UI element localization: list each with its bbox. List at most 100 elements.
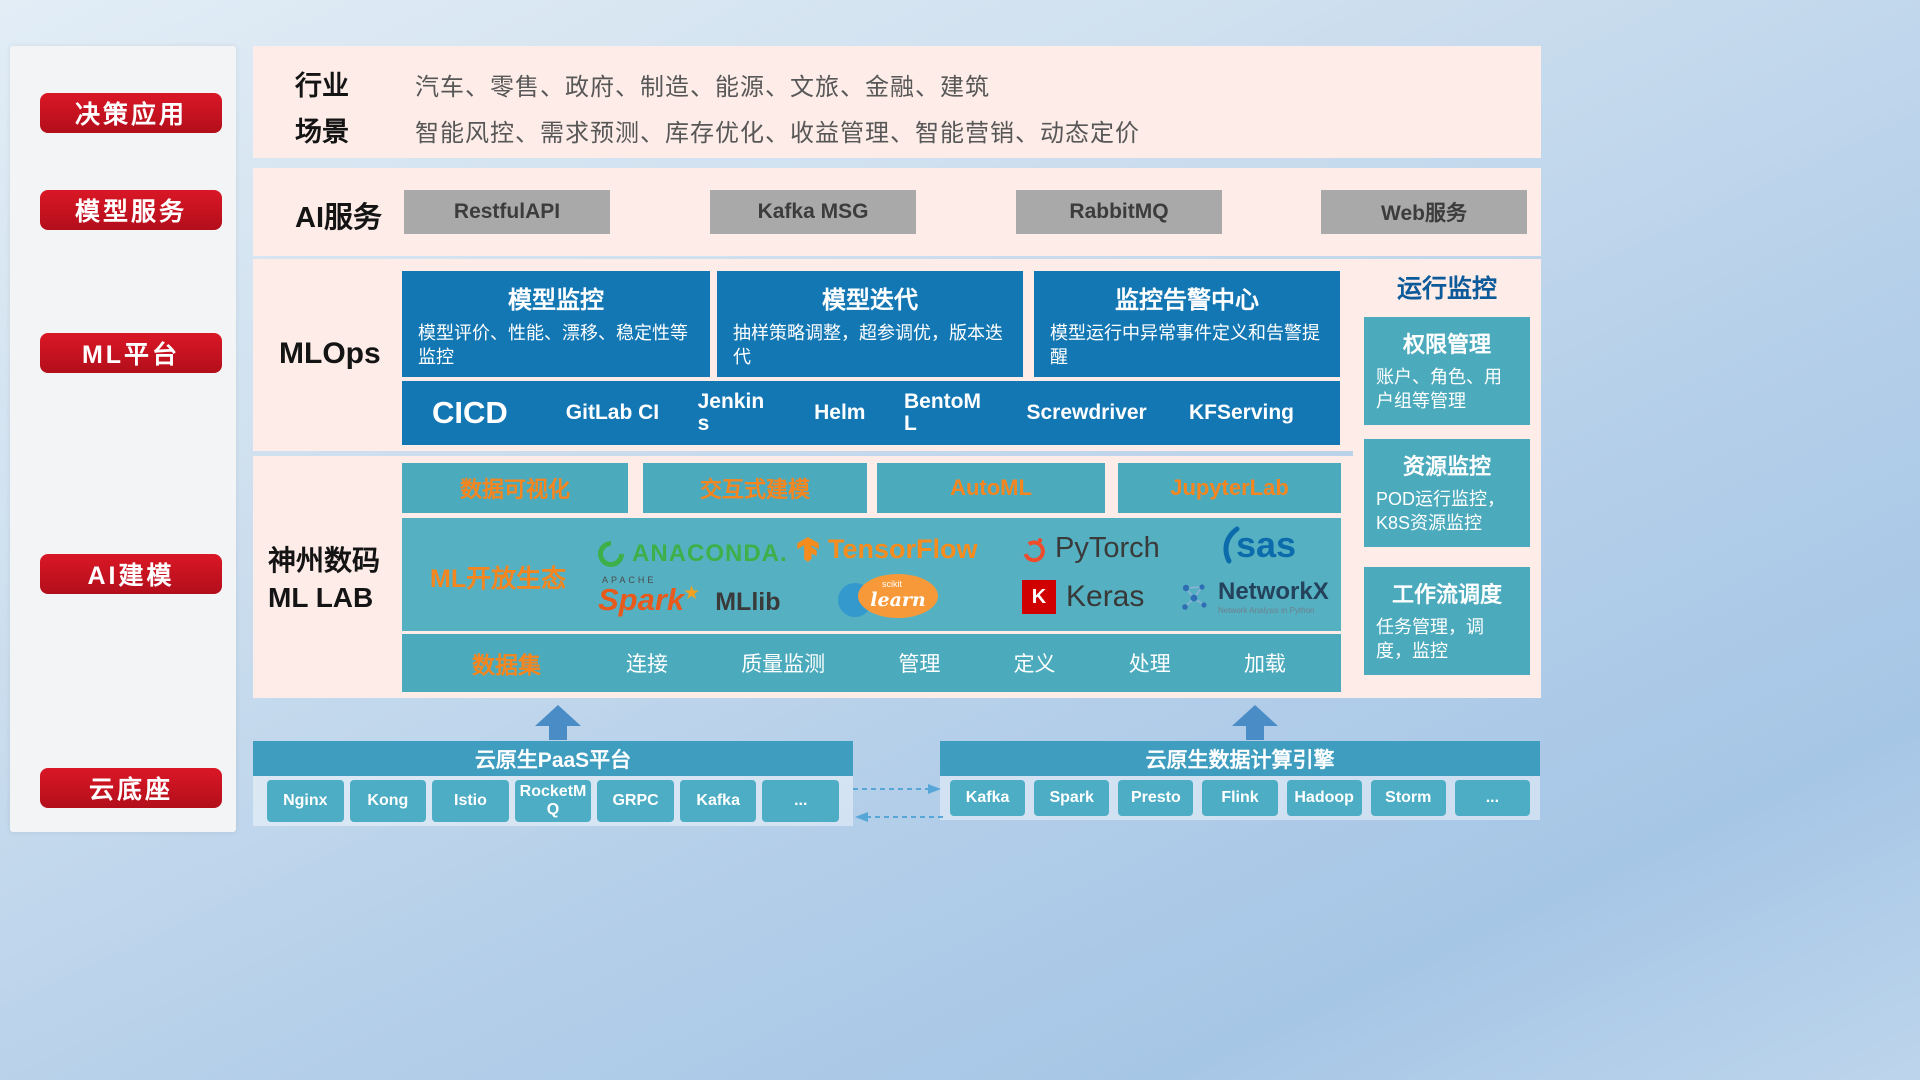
dataset-process: 处理 — [1128, 653, 1171, 676]
ml-ecosystem-panel: ML开放生态 ANACONDA. TensorFlow PyTorch — [402, 518, 1341, 631]
engine-flink: Flink — [1202, 780, 1278, 816]
industry-list: 汽车、零售、政府、制造、能源、文旅、金融、建筑 — [415, 74, 990, 101]
keras-icon: K — [1022, 580, 1056, 614]
tool-jupyterlab: JupyterLab — [1118, 463, 1341, 513]
card-title: 权限管理 — [1402, 332, 1491, 357]
rail-item-decision-apps: 决策应用 — [40, 93, 222, 133]
card-title: 工作流调度 — [1391, 582, 1502, 607]
paas-more: ... — [762, 780, 840, 822]
card-title: 资源监控 — [1402, 454, 1491, 479]
tool-automl: AutoML — [877, 463, 1105, 513]
networkx-logo: NetworkX Network Analysis in Python — [1178, 578, 1329, 615]
scikit-learn-logo: scikit learn — [838, 574, 938, 618]
resource-monitoring-card: 资源监控 POD运行监控，K8S资源监控 — [1364, 439, 1530, 547]
ml-lab-label-line1: 神州数码 — [268, 545, 381, 576]
keras-logo: K Keras — [1022, 580, 1144, 614]
card-desc: 账户、角色、用户组等管理 — [1376, 367, 1502, 412]
ai-service-band: AI服务 RestfulAPI Kafka MSG RabbitMQ Web服务 — [253, 168, 1541, 256]
industry-scenario-band: 行业 汽车、零售、政府、制造、能源、文旅、金融、建筑 场景 智能风控、需求预测、… — [253, 46, 1541, 158]
ai-service-label: AI服务 — [295, 202, 383, 234]
engine-hadoop: Hadoop — [1286, 780, 1362, 816]
dataset-quality: 质量监测 — [741, 653, 826, 676]
networkx-icon — [1182, 583, 1207, 610]
card-desc: 模型评价、性能、漂移、稳定性等监控 — [418, 323, 688, 368]
spark-mllib-logo: APACHE Spark★ MLlib — [598, 572, 780, 617]
dataset-label: 数据集 — [472, 652, 541, 678]
apache-label: APACHE — [602, 574, 657, 585]
sas-swoosh-icon — [1223, 526, 1240, 564]
scikit-small-text: scikit — [882, 579, 902, 589]
engine-storm: Storm — [1370, 780, 1446, 816]
scikit-learn-text: learn — [870, 589, 926, 611]
card-title: 监控告警中心 — [1115, 287, 1259, 314]
engine-spark: Spark — [1034, 780, 1110, 816]
data-engine-items: Kafka Spark Presto Flink Hadoop Storm ..… — [940, 776, 1540, 820]
mlops-band: MLOps 模型监控 模型评价、性能、漂移、稳定性等监控 模型迭代 抽样策略调整… — [253, 259, 1541, 451]
paas-grpc: GRPC — [597, 780, 674, 822]
mllib-wordmark: MLlib — [715, 588, 781, 616]
pytorch-wordmark: PyTorch — [1055, 532, 1160, 564]
model-iteration-card: 模型迭代 抽样策略调整，超参调优，版本迭代 — [717, 271, 1023, 377]
paas-platform-header: 云原生PaaS平台 — [253, 741, 853, 776]
anaconda-icon — [592, 535, 630, 573]
ai-service-restfulapi: RestfulAPI — [404, 190, 610, 234]
data-engine-header: 云原生数据计算引擎 — [940, 741, 1540, 776]
engine-presto: Presto — [1118, 780, 1194, 816]
ml-lab-label-line2: ML LAB — [268, 582, 374, 613]
rail-item-cloud-base: 云底座 — [40, 768, 222, 808]
tool-data-visualization: 数据可视化 — [402, 463, 628, 513]
workflow-scheduling-card: 工作流调度 任务管理，调度，监控 — [1364, 567, 1530, 675]
card-desc: 抽样策略调整，超参调优，版本迭代 — [733, 323, 1003, 368]
dataset-items: 连接 质量监测 管理 定义 处理 加载 — [626, 648, 1286, 678]
ai-service-rabbitmq: RabbitMQ — [1016, 190, 1222, 234]
card-desc: 任务管理，调度，监控 — [1376, 617, 1484, 662]
engine-more: ... — [1454, 780, 1530, 816]
anaconda-logo: ANACONDA. — [592, 535, 788, 573]
cicd-screwdriver: Screwdriver — [1026, 400, 1147, 424]
rail-item-ai-modeling: AI建模 — [40, 554, 222, 594]
keras-wordmark: Keras — [1066, 580, 1145, 613]
scikit-orange-blob-icon: scikit learn — [858, 574, 938, 618]
dataset-define: 定义 — [1013, 653, 1056, 676]
ml-ecosystem-label: ML开放生态 — [430, 565, 567, 593]
scenario-label: 场景 — [295, 117, 349, 147]
dataset-load: 加载 — [1243, 653, 1286, 676]
ml-lab-band: 神州数码 ML LAB 数据可视化 交互式建模 AutoML JupyterLa… — [253, 456, 1541, 698]
cicd-kfserving: KFServing — [1188, 400, 1295, 424]
paas-kafka: Kafka — [679, 780, 757, 822]
ai-service-kafka-msg: Kafka MSG — [710, 190, 916, 234]
ml-lab-label: 神州数码 ML LAB — [268, 542, 380, 616]
networkx-wordmark: NetworkX — [1218, 578, 1329, 605]
cicd-gitlab-ci: GitLab CI — [565, 400, 660, 424]
ops-monitoring-panel: 运行监控 权限管理 账户、角色、用户组等管理 资源监控 POD运行监控，K8S资… — [1353, 259, 1541, 698]
left-rail — [10, 46, 236, 832]
pytorch-logo: PyTorch — [1020, 532, 1160, 565]
dataset-connect: 连接 — [626, 653, 668, 676]
up-arrow-icon — [1232, 705, 1278, 740]
dataset-manage: 管理 — [898, 653, 941, 676]
ops-monitoring-title: 运行监控 — [1396, 275, 1497, 303]
alert-center-card: 监控告警中心 模型运行中异常事件定义和告警提醒 — [1034, 271, 1340, 377]
spark-wordmark: APACHE Spark★ — [598, 574, 701, 617]
anaconda-wordmark: ANACONDA. — [632, 540, 788, 567]
cicd-helm: Helm — [814, 400, 866, 424]
engine-kafka: Kafka — [950, 780, 1026, 816]
cicd-items: GitLab CI Jenkins Helm BentoML Screwdriv… — [565, 390, 1295, 435]
card-desc: 模型运行中异常事件定义和告警提醒 — [1050, 323, 1320, 368]
networkx-subtitle: Network Analysis in Python — [1218, 606, 1315, 615]
card-title: 模型迭代 — [822, 287, 918, 314]
card-desc: POD运行监控，K8S资源监控 — [1376, 489, 1506, 534]
mlops-label: MLOps — [279, 337, 381, 370]
paas-kong: Kong — [349, 780, 427, 822]
spark-text: Spark — [598, 581, 685, 617]
permission-management-card: 权限管理 账户、角色、用户组等管理 — [1364, 317, 1530, 425]
scenario-list: 智能风控、需求预测、库存优化、收益管理、智能营销、动态定价 — [415, 120, 1140, 147]
paas-istio: Istio — [432, 780, 509, 822]
paas-platform-items: Nginx Kong Istio RocketMQ GRPC Kafka ... — [253, 776, 853, 826]
paas-rocketmq: RocketMQ — [514, 780, 592, 822]
tensorflow-icon — [797, 536, 819, 562]
spark-star-icon: ★ — [683, 582, 701, 604]
industry-label: 行业 — [295, 71, 349, 101]
card-title: 模型监控 — [508, 287, 604, 314]
